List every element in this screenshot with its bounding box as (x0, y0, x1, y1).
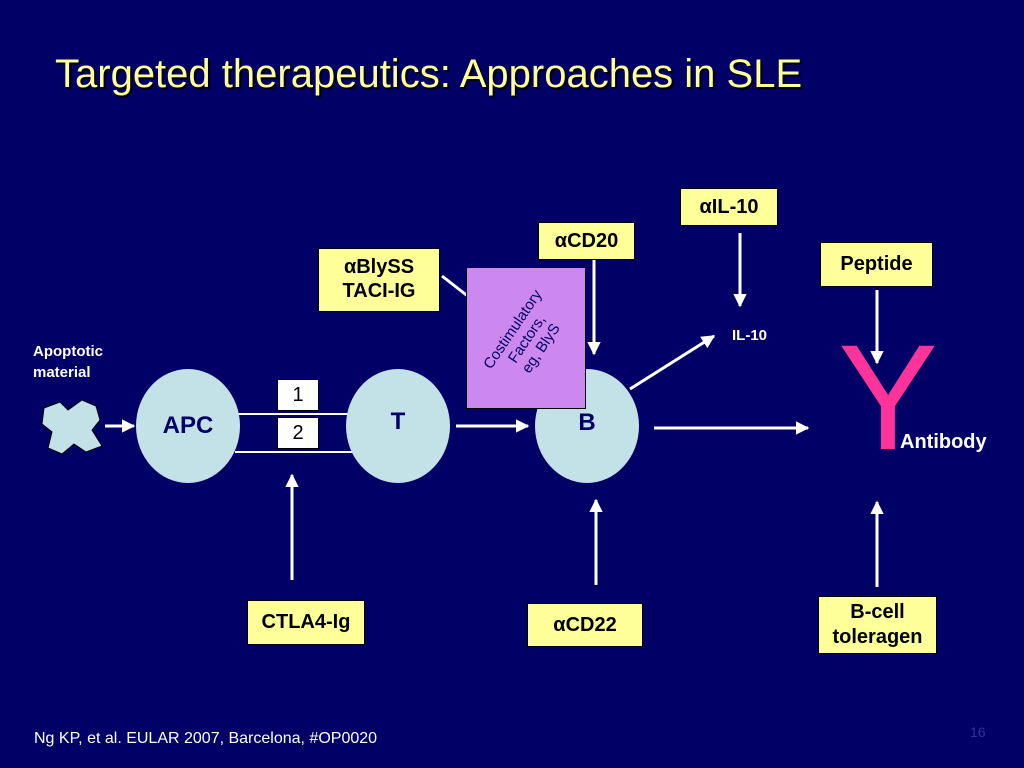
anti-cd20-box: αCD20 (538, 222, 635, 260)
peptide-box: Peptide (820, 242, 933, 287)
b-cell-toleragen-box: B-cell toleragen (818, 596, 937, 654)
apoptotic-material-label: Apoptotic material (33, 343, 103, 381)
anti-il10-box: αIL-10 (680, 188, 778, 226)
ctla4-ig-box: CTLA4-Ig (247, 600, 365, 645)
t-cell: T (346, 369, 450, 483)
il10-label: IL-10 (732, 327, 768, 344)
costimulatory-factors-box: Costimulatory Factors, eg, BlyS (466, 267, 586, 409)
page-number: 16 (970, 724, 986, 740)
apc-cell: APC (136, 369, 240, 483)
synapse-box-1: 1 (277, 379, 319, 411)
apoptotic-material-shape (41, 399, 103, 455)
antibody-icon: Y (838, 313, 939, 481)
slide-title: Targeted therapeutics: Approaches in SLE (55, 52, 803, 96)
arrow-b-to-il10 (629, 334, 716, 391)
synapse-box-2: 2 (277, 417, 319, 449)
b-label: B (578, 409, 596, 436)
citation: Ng KP, et al. EULAR 2007, Barcelona, #OP… (34, 730, 378, 747)
apc-label: APC (162, 412, 214, 439)
anti-cd22-box: αCD22 (527, 603, 643, 647)
t-label: T (390, 408, 406, 435)
costimulatory-factors-text: Costimulatory Factors, eg, BlyS (480, 286, 564, 377)
anti-blyss-taci-ig-box: αBlySS TACI-IG (318, 248, 440, 312)
antibody-label: Antibody (900, 431, 987, 453)
